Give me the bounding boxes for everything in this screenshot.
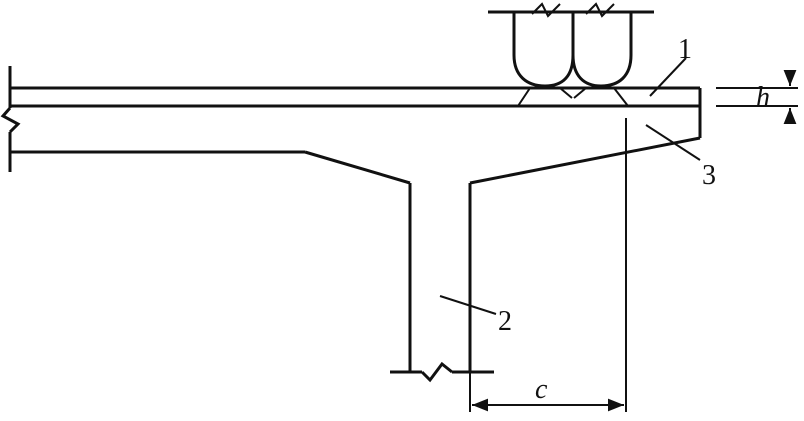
dimension-c <box>469 372 624 412</box>
leader-1 <box>649 57 687 97</box>
leader-3 <box>645 124 701 161</box>
label-3: 3 <box>702 160 716 191</box>
label-h: h <box>756 82 770 113</box>
left-flange-bottom <box>10 150 411 185</box>
pavement-layer <box>10 86 702 106</box>
wheel-pair <box>488 2 654 107</box>
web <box>408 183 472 372</box>
label-2: 2 <box>498 306 512 337</box>
dimension-h <box>716 70 798 124</box>
label-c: c <box>535 374 548 405</box>
leader-2 <box>439 295 497 315</box>
label-1: 1 <box>678 34 692 65</box>
flange-outline <box>469 106 702 185</box>
left-break-symbol <box>0 66 21 172</box>
bottom-break-symbol <box>390 361 494 383</box>
